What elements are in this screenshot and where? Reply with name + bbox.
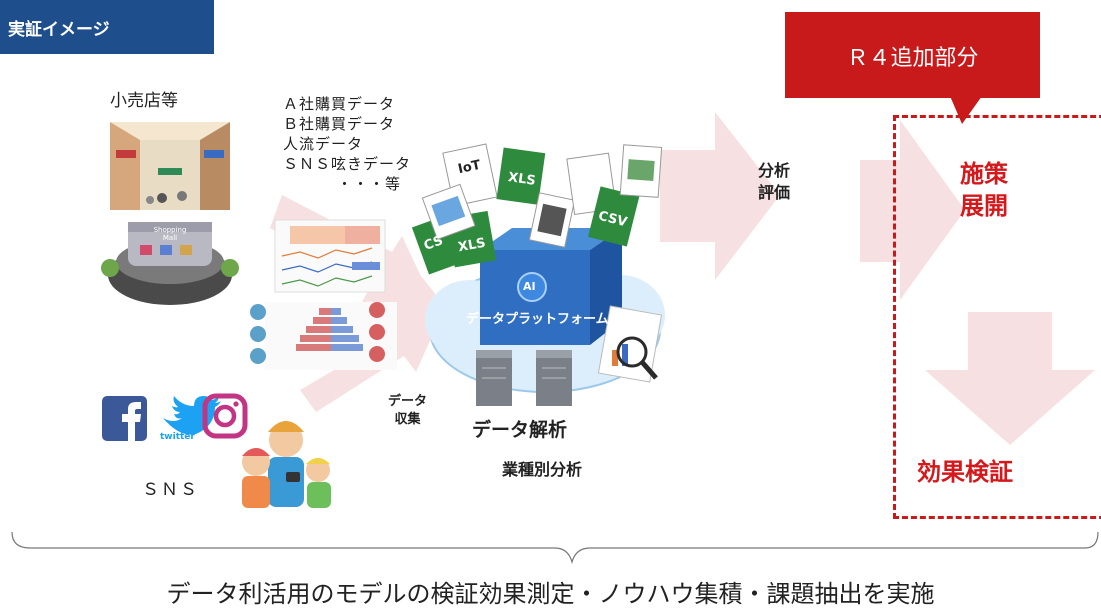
tourists-illustration bbox=[242, 421, 331, 508]
retail-label: 小売店等 bbox=[110, 91, 178, 111]
summary-brace bbox=[11, 531, 1099, 565]
data-collection-line1: データ bbox=[388, 394, 428, 409]
verification-label: 効果検証 bbox=[917, 458, 1013, 486]
facebook-icon bbox=[102, 396, 147, 441]
data-item: 人流データ bbox=[283, 135, 364, 153]
file-icons bbox=[411, 143, 663, 275]
mini-line-charts bbox=[274, 219, 386, 293]
callout-tail bbox=[950, 96, 982, 124]
platform-name: データプラットフォーム bbox=[466, 312, 609, 327]
footer-summary: データ利活用のモデルの検証効果測定・ノウハウ集積・課題抽出を実施 bbox=[166, 580, 935, 608]
twitter-wordmark: twitter bbox=[160, 432, 195, 442]
data-collection-label: データ 収集 bbox=[388, 393, 427, 429]
data-item: Ａ社購買データ bbox=[283, 95, 396, 113]
analysis-title: データ解析 bbox=[472, 419, 568, 441]
measures-label: 施策 展開 bbox=[960, 158, 1008, 222]
evaluation-line1: 分析 bbox=[758, 161, 791, 180]
sns-label: ＳＮＳ bbox=[142, 480, 199, 500]
report-magnifier-illustration bbox=[597, 305, 663, 383]
data-item: ＳＮＳ呟きデータ bbox=[283, 155, 412, 173]
arrow-to-verification bbox=[925, 312, 1095, 445]
data-items-list: Ａ社購買データ Ｂ社購買データ 人流データ ＳＮＳ呟きデータ ・・・等 bbox=[283, 94, 411, 194]
shopping-mall-illustration bbox=[101, 222, 239, 305]
evaluation-label: 分析 評価 bbox=[758, 160, 790, 204]
r4-added-region bbox=[893, 115, 1101, 519]
evaluation-line2: 評価 bbox=[758, 183, 791, 202]
data-item: ・・・等 bbox=[337, 175, 402, 193]
shopping-street-illustration bbox=[110, 122, 230, 210]
measures-line1: 施策 bbox=[960, 160, 1008, 188]
ai-badge: AI bbox=[523, 280, 536, 293]
mall-sign: Shopping Mall bbox=[153, 226, 187, 242]
r4-callout-label: Ｒ４追加部分 bbox=[846, 46, 979, 71]
instagram-icon bbox=[202, 393, 248, 439]
mini-population-pyramid bbox=[250, 302, 397, 370]
measures-line2: 展開 bbox=[960, 192, 1008, 220]
section-title: 実証イメージ bbox=[0, 0, 214, 54]
arrow-to-evaluation bbox=[660, 112, 780, 280]
data-item: Ｂ社購買データ bbox=[283, 115, 396, 133]
twitter-icon bbox=[163, 396, 221, 435]
arrow-to-measures bbox=[860, 120, 965, 300]
data-collection-line2: 収集 bbox=[394, 412, 421, 427]
r4-callout: Ｒ４追加部分 bbox=[785, 12, 1040, 98]
platform-cube bbox=[480, 228, 622, 345]
server-illustration bbox=[476, 350, 572, 406]
analysis-subtitle: 業種別分析 bbox=[502, 460, 583, 479]
